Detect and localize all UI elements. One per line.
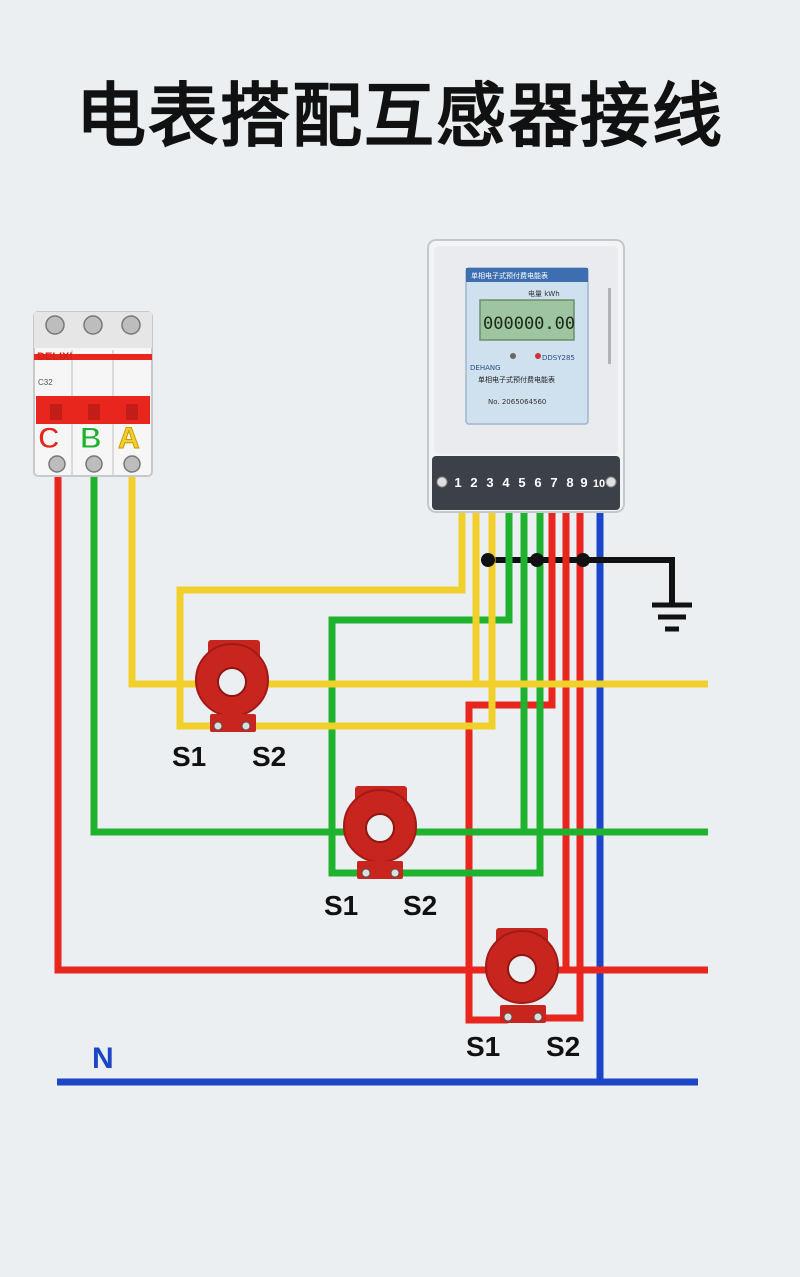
current-transformer-c bbox=[485, 928, 559, 1023]
phase-c-s2-wire bbox=[540, 484, 584, 1022]
ct-c-s2-label: S2 bbox=[546, 1031, 580, 1062]
meter-terminals: 1 2 3 4 5 6 7 8 9 10 bbox=[454, 475, 605, 490]
ct-c-s1-label: S1 bbox=[466, 1031, 500, 1062]
terminal-5: 5 bbox=[518, 475, 525, 490]
phase-a-s2-wire bbox=[246, 484, 496, 730]
terminal-2: 2 bbox=[470, 475, 477, 490]
phase-a-s1-wire bbox=[176, 484, 466, 730]
meter-description: 单相电子式预付费电能表 bbox=[478, 375, 555, 384]
meter-model: DDSY285 bbox=[542, 354, 575, 362]
terminal-3: 3 bbox=[486, 475, 493, 490]
phase-b-label: B bbox=[80, 422, 102, 455]
terminal-9: 9 bbox=[580, 475, 587, 490]
ct-a-s2-label: S2 bbox=[252, 741, 286, 772]
meter-unit-label: 电量 kWh bbox=[528, 289, 560, 298]
ground-junctions bbox=[481, 553, 590, 567]
phase-a-supply-wire bbox=[128, 468, 708, 688]
current-transformer-a bbox=[195, 640, 269, 732]
phase-b-s1-wire bbox=[328, 484, 513, 877]
page-title: 电表搭配互感器接线 bbox=[76, 75, 724, 157]
ct-b-s2-label: S2 bbox=[403, 890, 437, 921]
breaker-brand: DELIXI bbox=[37, 351, 72, 363]
ct-a-s1-label: S1 bbox=[172, 741, 206, 772]
energy-meter bbox=[427, 239, 625, 513]
ct-b-s1-label: S1 bbox=[324, 890, 358, 921]
phase-c-supply-wire bbox=[54, 468, 708, 974]
circuit-breaker bbox=[33, 311, 153, 477]
terminal-7: 7 bbox=[550, 475, 557, 490]
terminal-8: 8 bbox=[566, 475, 573, 490]
terminal-4: 4 bbox=[502, 475, 510, 490]
phase-c-label: C bbox=[38, 422, 60, 455]
ground-symbol-icon bbox=[652, 602, 692, 632]
phase-a-label: A bbox=[118, 422, 140, 455]
neutral-label: N bbox=[92, 1042, 114, 1075]
phase-b-s2-wire bbox=[395, 484, 544, 877]
breaker-model: C32 bbox=[38, 378, 53, 387]
phase-b-supply-wire bbox=[90, 468, 708, 836]
meter-serial: No. 2065064560 bbox=[488, 398, 546, 406]
meter-header: 单相电子式预付费电能表 bbox=[471, 271, 548, 280]
terminal-6: 6 bbox=[534, 475, 541, 490]
meter-reading: 000000.00 bbox=[483, 314, 575, 334]
current-transformer-b bbox=[343, 786, 417, 879]
terminal-1: 1 bbox=[454, 475, 461, 490]
terminal-10: 10 bbox=[593, 478, 605, 490]
phase-c-s1-wire bbox=[465, 484, 556, 1024]
meter-brand: DEHANG bbox=[470, 364, 501, 372]
